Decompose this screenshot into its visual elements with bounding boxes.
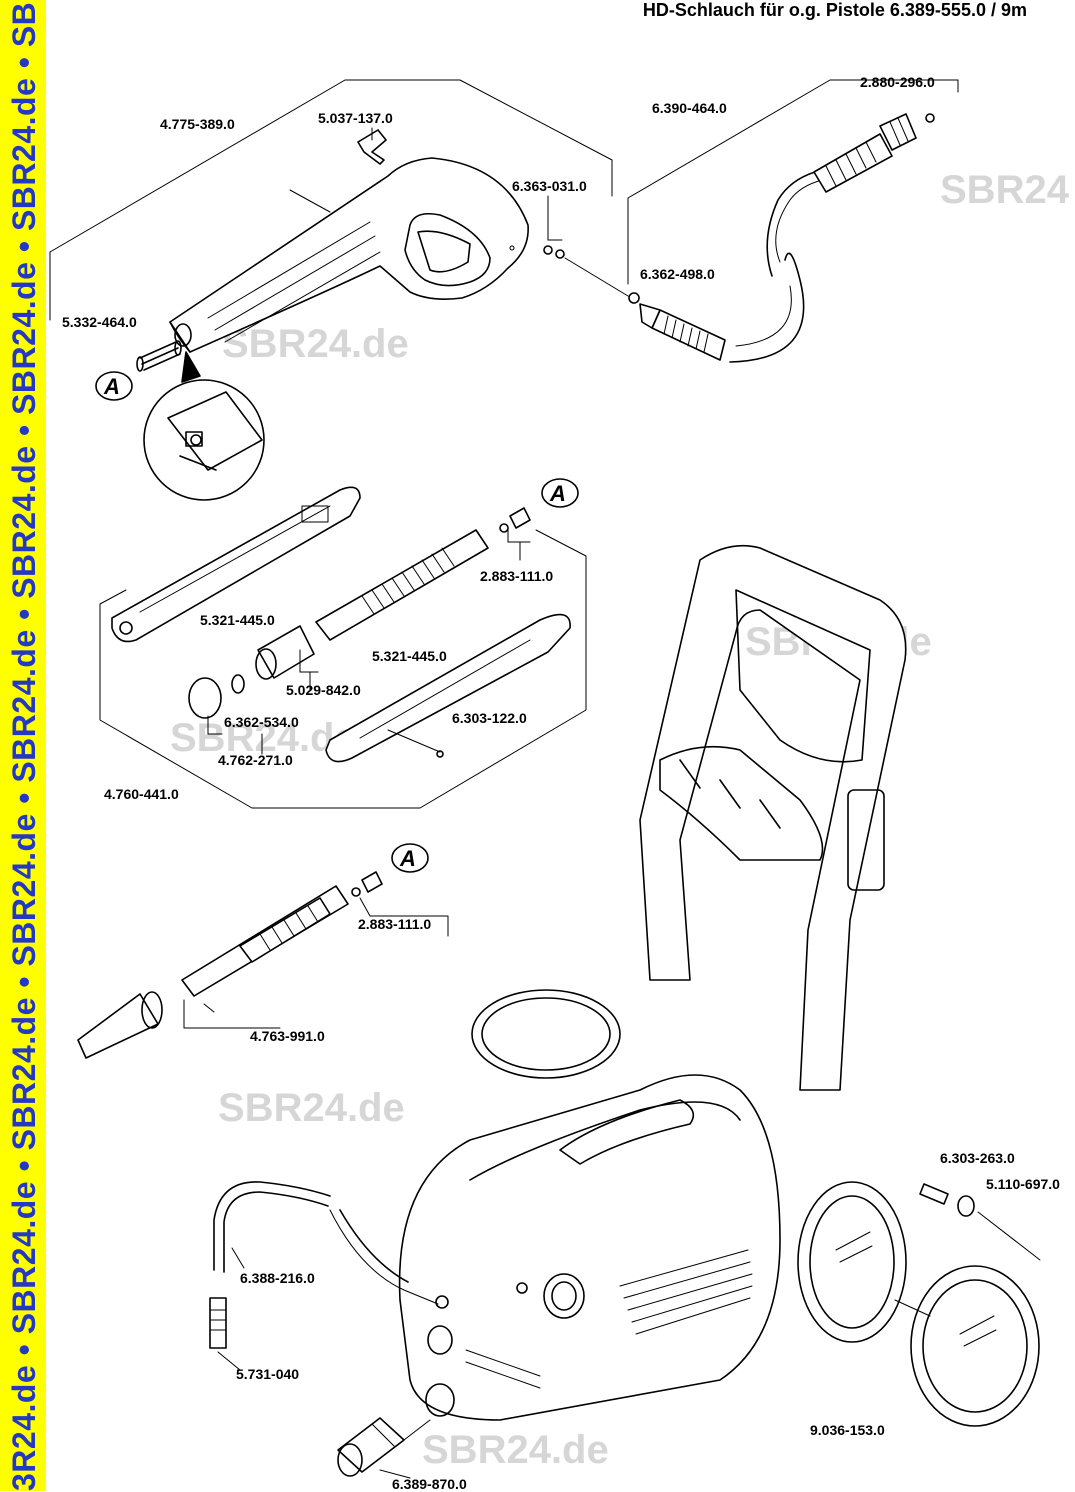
part-label: 5.321-445.0 bbox=[372, 648, 447, 664]
part-label: 6.303-263.0 bbox=[940, 1150, 1015, 1166]
callout-marker-a: A bbox=[541, 478, 579, 508]
spring bbox=[136, 340, 182, 372]
svg-text:A: A bbox=[399, 846, 416, 871]
part-label: 5.037-137.0 bbox=[318, 110, 393, 126]
o-rings bbox=[543, 195, 629, 297]
part-label: 5.029-842.0 bbox=[286, 682, 361, 698]
pressure-washer-body bbox=[398, 544, 1041, 1427]
part-label: 6.363-031.0 bbox=[512, 178, 587, 194]
part-label: 6.362-534.0 bbox=[224, 714, 299, 730]
nozzle-adapter bbox=[188, 625, 319, 755]
part-label: 4.760-441.0 bbox=[104, 786, 179, 802]
watermark: SBR24 bbox=[940, 168, 1069, 212]
rotor-nozzle-lance bbox=[77, 871, 449, 1059]
watermark: SBR24.de bbox=[170, 716, 357, 760]
high-pressure-hose bbox=[627, 79, 959, 363]
lance-tube bbox=[315, 507, 531, 641]
part-label: 5.321-445.0 bbox=[200, 612, 275, 628]
lance-shell-half bbox=[111, 486, 361, 643]
part-label: 5.332-464.0 bbox=[62, 314, 137, 330]
part-label: 4.763-991.0 bbox=[250, 1028, 325, 1044]
watermark: SBR24.de bbox=[222, 322, 409, 366]
gun-group-bracket bbox=[49, 79, 613, 321]
part-label: 9.036-153.0 bbox=[810, 1422, 885, 1438]
watermark: SBR24.de bbox=[218, 1086, 405, 1130]
suction-hose-filter bbox=[209, 1181, 439, 1371]
part-label: 2.883-111.0 bbox=[358, 916, 432, 932]
part-label: 6.389-870.0 bbox=[392, 1476, 467, 1492]
side-watermark-band: 3R24.de • SBR24.de • SBR24.de • SBR24.de… bbox=[0, 0, 46, 1491]
lance-shell-half bbox=[325, 613, 571, 763]
watermark: SBR24.de bbox=[422, 1428, 609, 1472]
part-label: 6.388-216.0 bbox=[240, 1270, 315, 1286]
part-label: 5.731-040 bbox=[236, 1366, 300, 1382]
part-label: 6.362-498.0 bbox=[640, 266, 715, 282]
page-title: HD-Schlauch für o.g. Pistole 6.389-555.0… bbox=[642, 0, 1027, 20]
svg-text:A: A bbox=[103, 374, 120, 399]
pistol-handle bbox=[169, 157, 529, 353]
part-label: 5.110-697.0 bbox=[986, 1176, 1060, 1192]
svg-text:A: A bbox=[549, 481, 566, 506]
lance-group-bracket bbox=[99, 529, 587, 809]
retaining-clip bbox=[357, 129, 387, 165]
part-label: 6.303-122.0 bbox=[452, 710, 527, 726]
part-label: 6.390-464.0 bbox=[652, 100, 727, 116]
part-label: 4.775-389.0 bbox=[160, 116, 235, 132]
part-label: 2.880-296.0 bbox=[860, 74, 935, 90]
detail-magnifier bbox=[143, 351, 265, 501]
part-label: 4.762-271.0 bbox=[218, 752, 293, 768]
callout-marker-a: A bbox=[95, 371, 133, 401]
garden-hose-coupling bbox=[337, 1417, 431, 1479]
part-label: 2.883-111.0 bbox=[480, 568, 554, 584]
callout-marker-a: A bbox=[391, 843, 429, 873]
